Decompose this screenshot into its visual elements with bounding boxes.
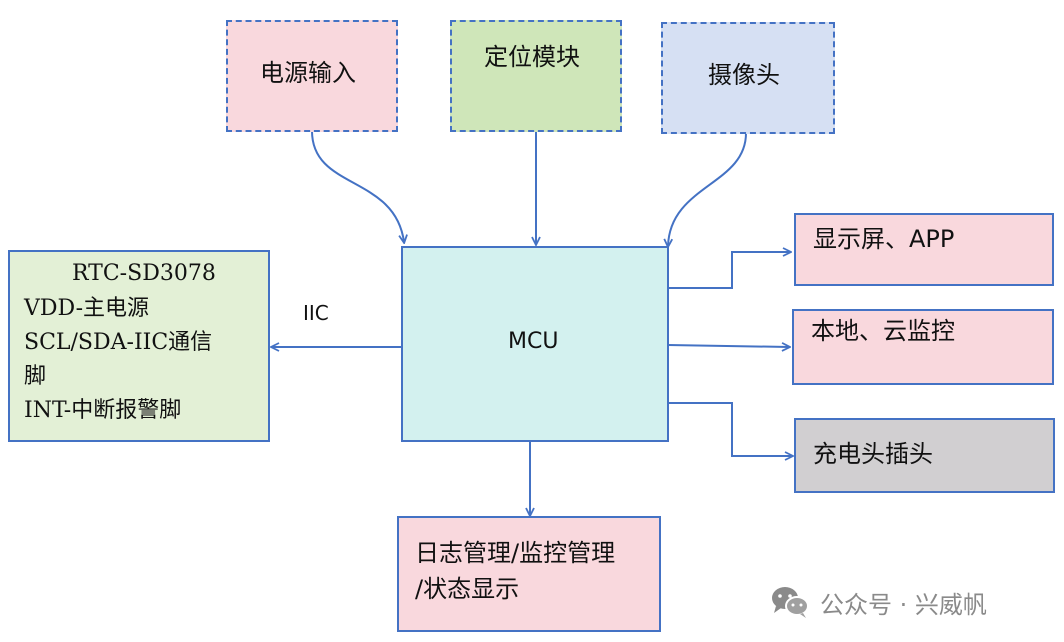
power-input-label: 电源输入 xyxy=(260,59,356,87)
rtc-line-2: VDD-主电源 xyxy=(24,296,150,321)
rtc-box xyxy=(8,250,270,442)
rtc-line-4: 脚 xyxy=(24,364,47,389)
log-management-line-2: /状态显示 xyxy=(415,575,520,603)
arrow-power-to-mcu xyxy=(311,130,404,242)
log-management-box xyxy=(397,516,661,632)
display-app-box xyxy=(794,213,1054,286)
camera-label: 摄像头 xyxy=(708,61,780,89)
positioning-module-box xyxy=(450,20,622,132)
log-management-line-1: 日志管理/监控管理 xyxy=(415,539,616,567)
arrow-mcu-to-charger xyxy=(668,402,792,456)
monitor-label: 本地、云监控 xyxy=(811,317,955,345)
monitor-box xyxy=(792,309,1054,385)
power-input-box xyxy=(226,20,398,132)
mcu-label: MCU xyxy=(508,329,559,354)
rtc-line-3: SCL/SDA-IIC通信 xyxy=(24,330,213,355)
wechat-logo-icon xyxy=(772,587,809,618)
camera-box xyxy=(661,22,835,134)
arrow-mcu-to-monitor xyxy=(667,345,789,347)
rtc-line-5: INT-中断报警脚 xyxy=(24,398,182,423)
charger-plug-label: 充电头插头 xyxy=(813,440,933,468)
arrow-camera-to-mcu xyxy=(668,132,747,246)
display-app-label: 显示屏、APP xyxy=(813,225,955,253)
arrow-mcu-to-display xyxy=(668,252,790,289)
positioning-module-label: 定位模块 xyxy=(484,43,580,71)
watermark-text: 公众号 · 兴威帆 xyxy=(820,591,987,619)
rtc-line-1: RTC-SD3078 xyxy=(72,261,216,286)
iic-bus-label: IIC xyxy=(303,301,329,325)
charger-plug-box xyxy=(794,418,1055,493)
mcu-box xyxy=(401,246,669,442)
